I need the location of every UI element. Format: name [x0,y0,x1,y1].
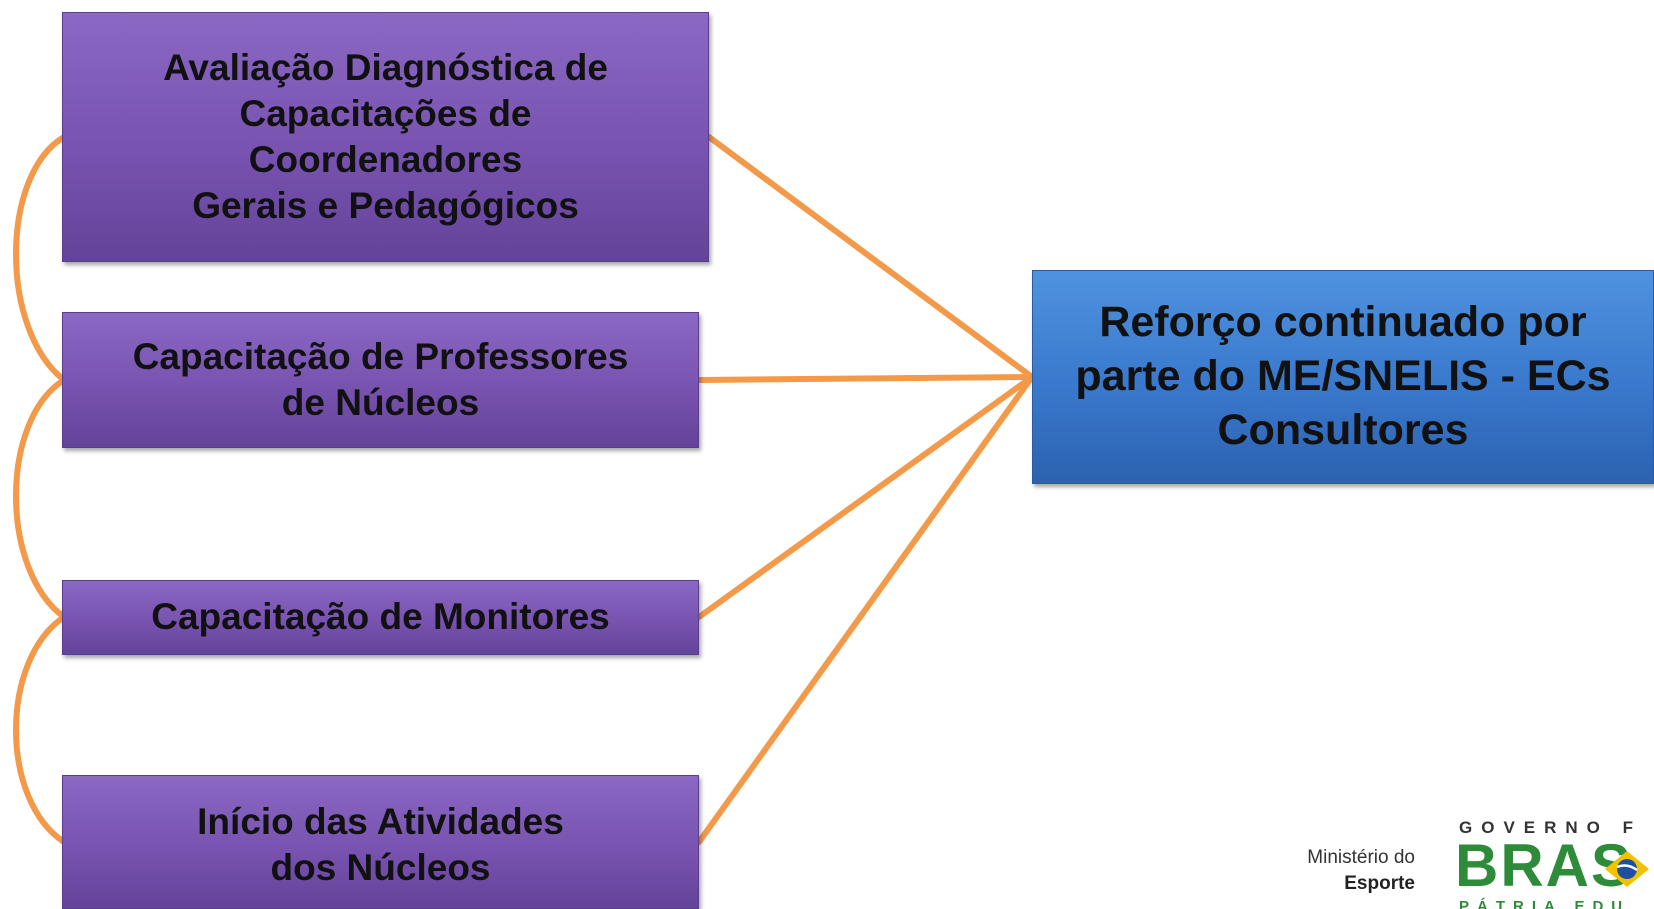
connector-monitores-reforco [696,374,1035,620]
gov-logo-bottom-text: PÁTRIA EDU [1459,898,1631,909]
brazil-flag-icon [1605,851,1649,887]
connector-inicio-reforco [696,374,1035,845]
node-capacitacao-professores: Capacitação de Professores de Núcleos [62,312,699,448]
gov-logo-word: BRAS [1455,832,1634,899]
ministerio-logo-text: Ministério do Esporte [1240,845,1415,896]
node-reforco-continuado: Reforço continuado por parte do ME/SNELI… [1032,270,1654,484]
governo-federal-logo: GOVERNO F BRAS PÁTRIA EDU [1455,818,1654,909]
ministerio-line2: Esporte [1344,872,1415,894]
gov-logo-top-text: GOVERNO F [1459,818,1643,837]
node-capacitacao-monitores: Capacitação de Monitores [62,580,699,655]
ministerio-line1: Ministério do [1307,847,1415,868]
loop-professores-monitores [13,377,67,620]
loop-monitores-inicio [13,614,67,845]
connector-avaliacao-reforco [706,134,1035,380]
node-inicio-atividades: Início das Atividades dos Núcleos [62,775,699,909]
loop-avaliacao-professores [13,134,67,383]
connector-professores-reforco [696,374,1035,383]
node-avaliacao-diagnostica: Avaliação Diagnóstica de Capacitações de… [62,12,709,262]
